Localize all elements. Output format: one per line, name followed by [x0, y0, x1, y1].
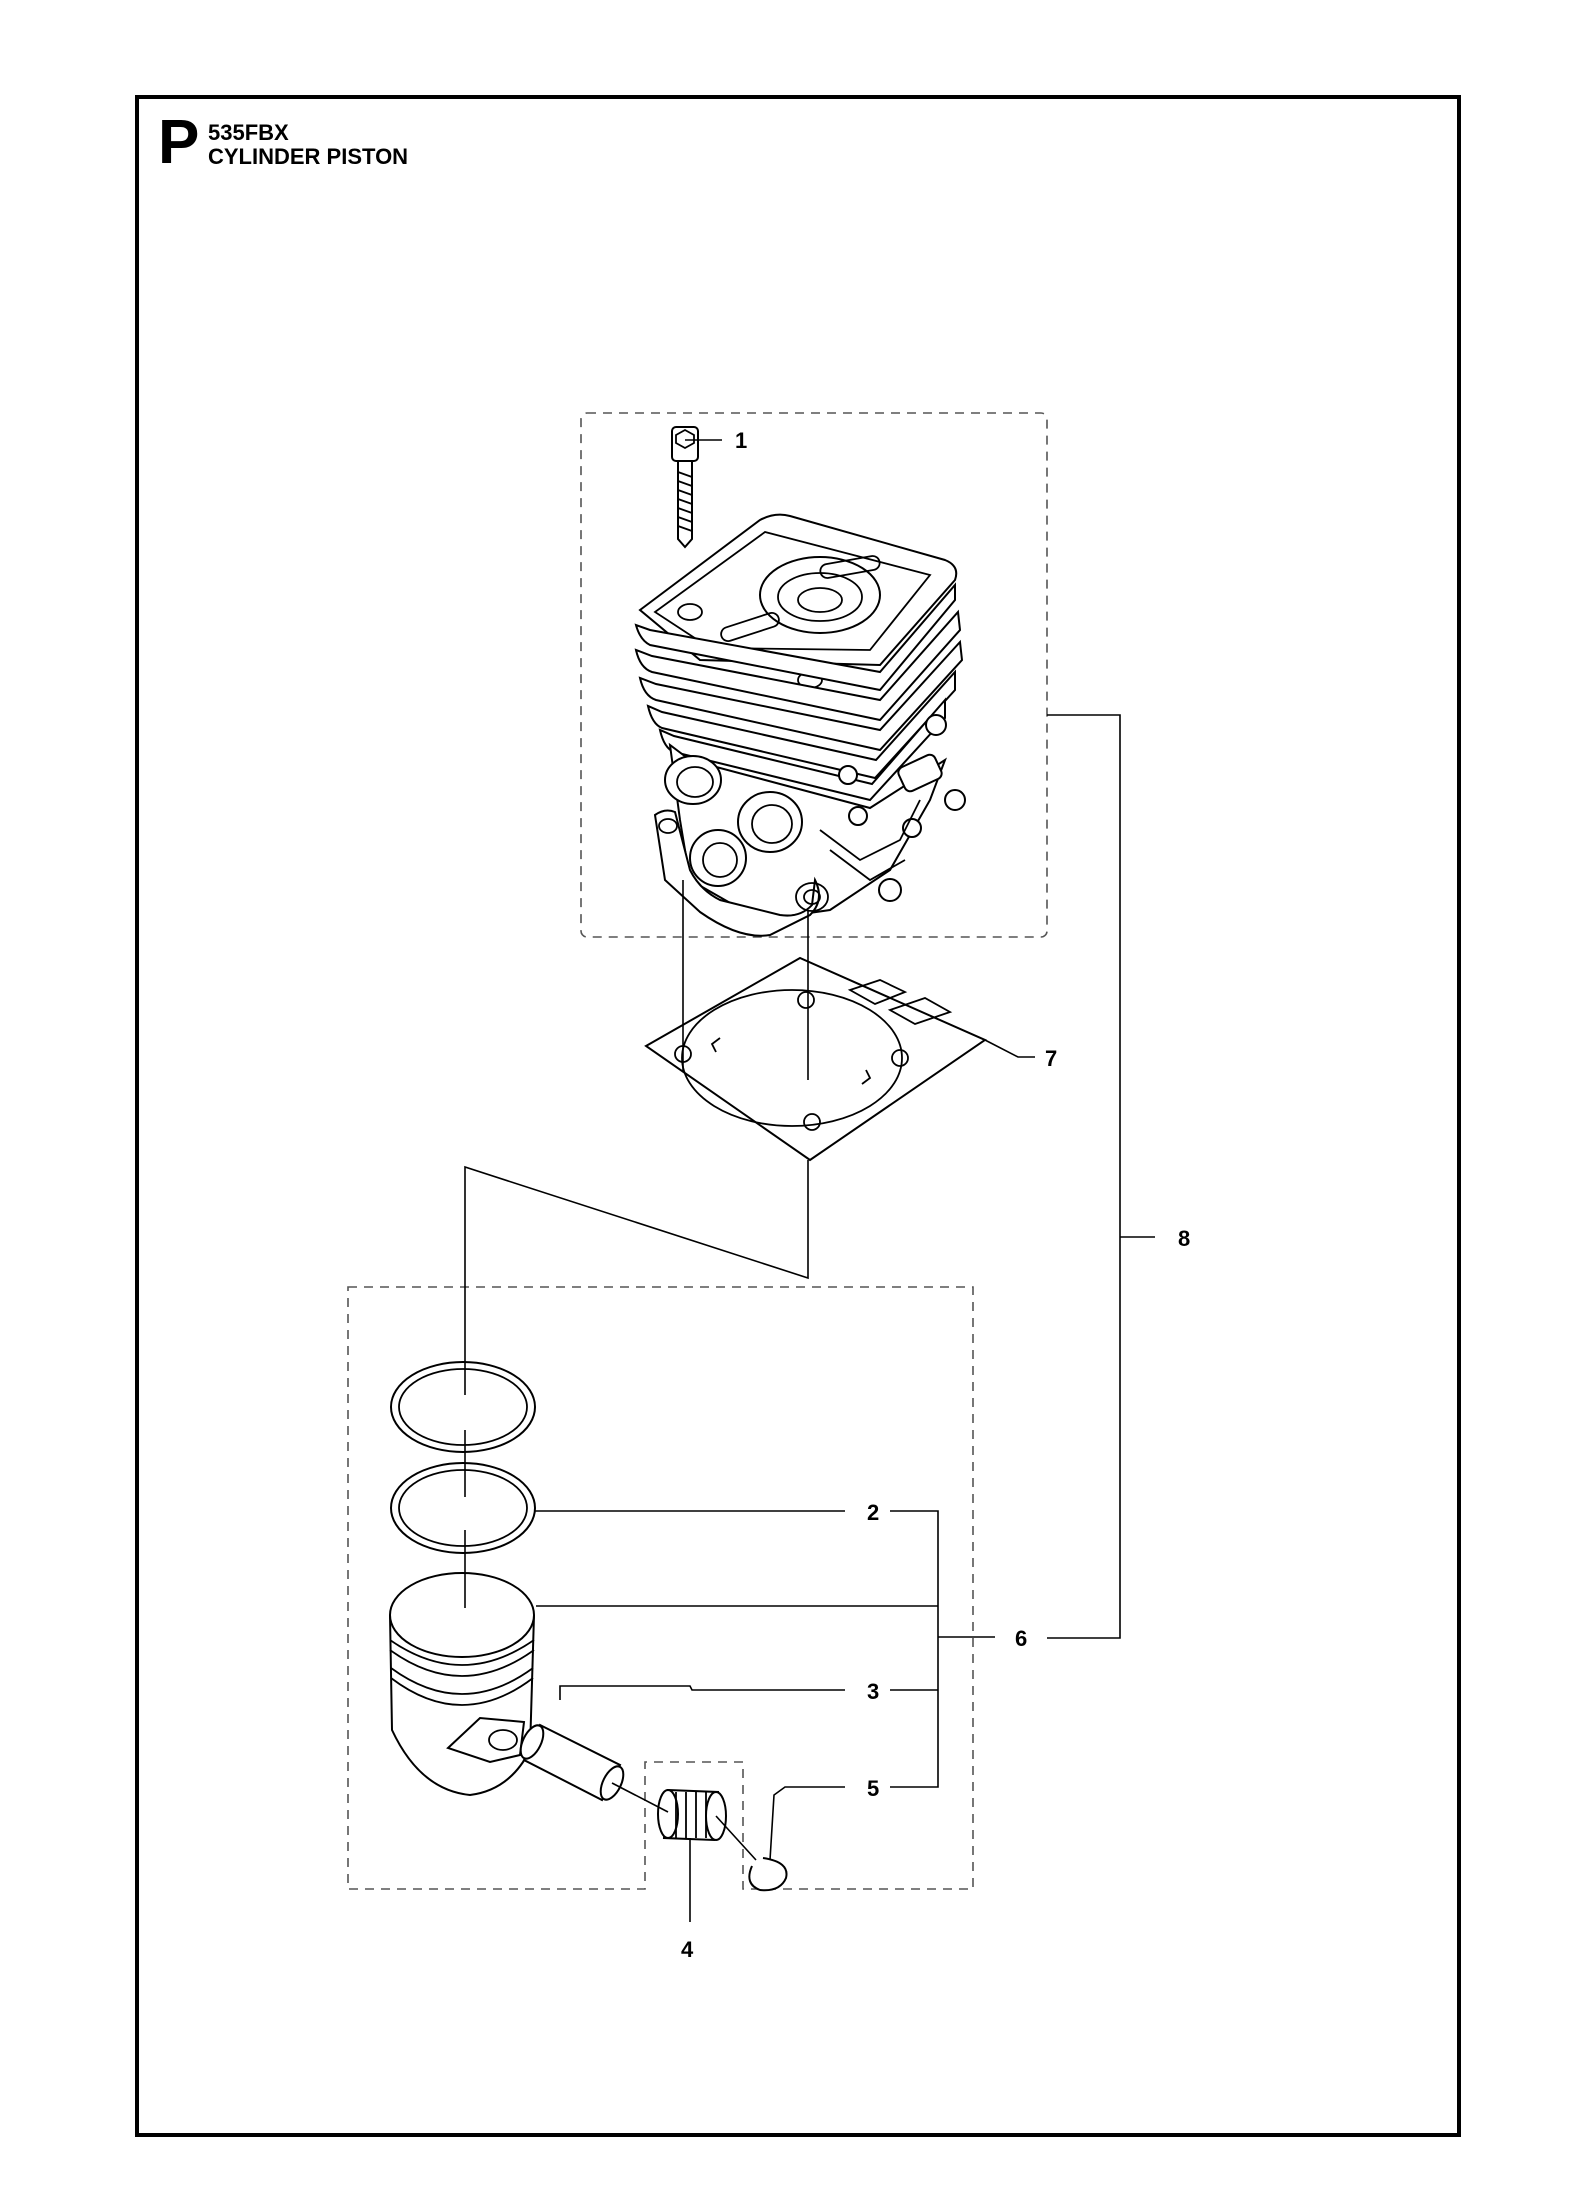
circlip-part: [748, 1857, 788, 1892]
page-frame: [135, 95, 1461, 2137]
leader-lines: [464, 439, 1155, 1922]
callout-5: 5: [867, 1776, 879, 1801]
callout-3: 3: [867, 1679, 879, 1704]
model-number: 535FBX: [208, 120, 289, 145]
cylinder-gasket-part: [644, 956, 988, 1162]
piston-pin-part: [519, 1723, 625, 1802]
section-letter: P: [158, 108, 200, 177]
cylinder-part: [634, 513, 966, 937]
callout-8: 8: [1178, 1226, 1190, 1251]
piston-ring-upper-part: [390, 1361, 536, 1453]
piston-kit-group-box: [347, 1286, 974, 1890]
needle-bearing-part: [657, 1788, 727, 1842]
page-title: CYLINDER PISTON: [208, 144, 409, 169]
screw-part: [671, 426, 699, 549]
callout-7: 7: [1045, 1046, 1057, 1071]
callout-6: 6: [1015, 1626, 1027, 1651]
callout-1: 1: [735, 428, 747, 453]
callout-4: 4: [681, 1937, 694, 1962]
piston-ring-lower-part: [390, 1462, 536, 1554]
cylinder-group-box: [580, 412, 1048, 938]
piston-part: [389, 1572, 535, 1797]
callout-2: 2: [867, 1500, 879, 1525]
